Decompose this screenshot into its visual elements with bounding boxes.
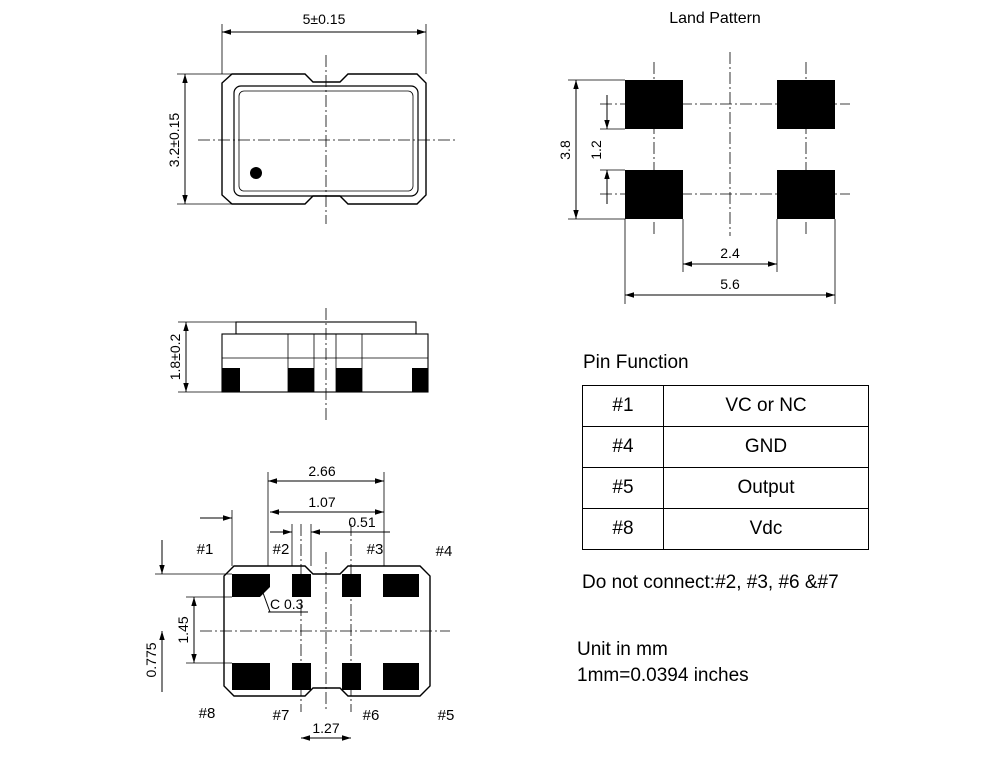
top-view: 5±0.15 3.2±0.15 <box>166 11 456 224</box>
dim-2-66: 2.66 <box>308 463 335 479</box>
side-view: 1.8±0.2 <box>167 308 429 420</box>
land-total-width-dim: 5.6 <box>720 276 740 292</box>
conversion-note: 1mm=0.0394 inches <box>577 665 749 686</box>
land-pattern-title: Land Pattern <box>669 10 761 27</box>
top-height-dim: 3.2±0.15 <box>166 113 182 168</box>
pin-label-2: #2 <box>273 541 290 558</box>
do-not-connect-note: Do not connect:#2, #3, #6 &#7 <box>582 572 839 593</box>
dim-1-27: 1.27 <box>312 720 339 736</box>
land-gap-dim: 1.2 <box>588 140 604 160</box>
table-row: #5 Output <box>582 467 869 509</box>
top-width-dim: 5±0.15 <box>303 11 346 27</box>
bottom-pad-6 <box>342 663 361 690</box>
side-height-dim: 1.8±0.2 <box>167 333 183 380</box>
side-pad <box>222 368 240 392</box>
land-inner-width-dim: 2.4 <box>720 245 740 261</box>
pin-function-table: #1 VC or NC #4 GND #5 Output #8 Vdc <box>582 385 869 550</box>
land-height-dim: 3.8 <box>557 140 573 160</box>
pin-label-7: #7 <box>273 707 290 724</box>
side-pad <box>336 368 362 392</box>
pin-label-5: #5 <box>438 707 455 724</box>
function-cell: VC or NC <box>663 385 869 427</box>
dim-0-775: 0.775 <box>143 642 159 677</box>
bottom-pad-2 <box>292 574 311 597</box>
chamfer-label: C 0.3 <box>270 596 304 612</box>
dim-1-45: 1.45 <box>175 616 191 643</box>
bottom-pad-3 <box>342 574 361 597</box>
bottom-view: 2.66 1.07 0.51 C 0.3 0.775 1.45 1.27 #1 … <box>143 463 455 741</box>
pin-label-8: #8 <box>199 705 216 722</box>
function-cell: GND <box>663 426 869 468</box>
side-view-base <box>221 333 429 393</box>
side-pad <box>412 368 428 392</box>
dim-0-51: 0.51 <box>348 514 375 530</box>
chamfer-leader <box>261 589 271 613</box>
table-row: #1 VC or NC <box>582 385 869 427</box>
pin-label-4: #4 <box>436 543 453 560</box>
pin-cell: #5 <box>582 467 664 509</box>
bottom-pad-8 <box>232 663 270 690</box>
bottom-pad-4 <box>383 574 419 597</box>
pin-cell: #8 <box>582 508 664 550</box>
bottom-pad-1-chamfered <box>232 574 270 597</box>
land-pattern: Land Pattern 3.8 1.2 2.4 5.6 <box>557 10 850 304</box>
table-row: #8 Vdc <box>582 508 869 550</box>
pin-cell: #4 <box>582 426 664 468</box>
pin1-marker-dot <box>250 167 262 179</box>
table-row: #4 GND <box>582 426 869 468</box>
pin-function-title: Pin Function <box>583 352 689 373</box>
pin-cell: #1 <box>582 385 664 427</box>
top-view-body <box>221 73 427 205</box>
bottom-pad-5 <box>383 663 419 690</box>
pin-label-1: #1 <box>197 541 214 558</box>
bottom-pad-7 <box>292 663 311 690</box>
dim-1-07: 1.07 <box>308 494 335 510</box>
function-cell: Output <box>663 467 869 509</box>
function-cell: Vdc <box>663 508 869 550</box>
side-pad <box>288 368 314 392</box>
pin-label-3: #3 <box>367 541 384 558</box>
unit-note: Unit in mm <box>577 639 668 660</box>
pin-label-6: #6 <box>363 707 380 724</box>
